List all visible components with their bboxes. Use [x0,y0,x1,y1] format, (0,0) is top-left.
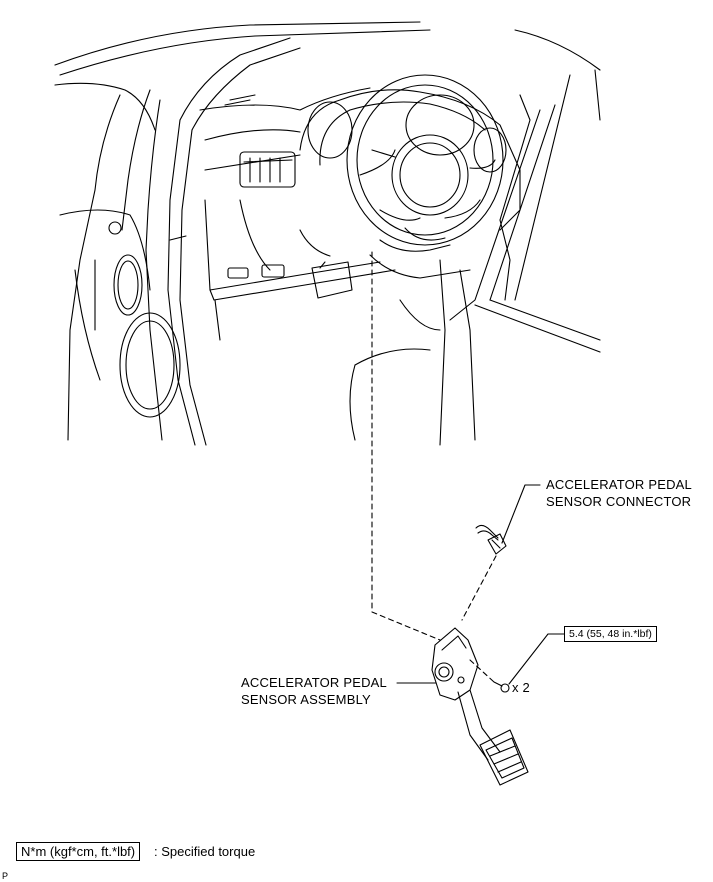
assembly-label-line1: ACCELERATOR PEDAL [241,675,387,690]
legend-description: : Specified torque [154,844,256,859]
vehicle-interior-illustration [54,21,601,446]
torque-spec-box: 5.4 (55, 48 in.*lbf) [564,626,657,642]
sensor-connector-illustration [475,524,507,555]
legend-torque-box: N*m (kgf*cm, ft.*lbf) [16,842,141,861]
assembly-label-line2: SENSOR ASSEMBLY [241,692,371,707]
corner-mark: P [2,871,9,881]
connector-label-line1: ACCELERATOR PEDAL [546,477,692,492]
leader-lines [371,251,566,685]
pedal-assembly-illustration [431,627,529,786]
connector-label-line2: SENSOR CONNECTOR [546,494,692,509]
bolt-illustration [493,681,510,693]
bolt-quantity: x 2 [512,680,530,695]
